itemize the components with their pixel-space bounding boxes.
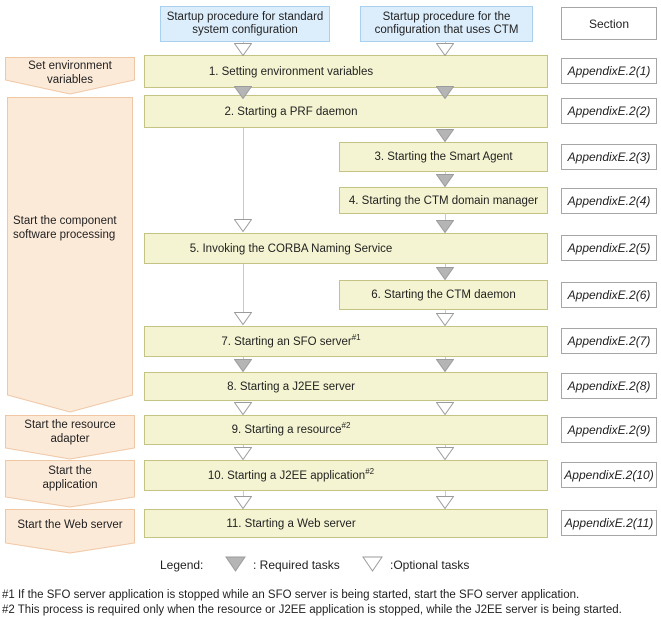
- section-ref-1: AppendixE.2(1): [561, 58, 657, 84]
- optional-task-arrow-icon: [234, 496, 252, 509]
- phase-label: Start the application: [42, 465, 98, 491]
- required-task-arrow-icon: [436, 174, 454, 187]
- connector-line: [243, 264, 244, 314]
- step-label: 3. Starting the Smart Agent: [374, 151, 513, 163]
- legend-required-arrow-icon: [225, 556, 246, 572]
- required-task-arrow-icon: [436, 220, 454, 233]
- pentagon-shape: [5, 460, 135, 508]
- required-task-arrow-icon: [436, 359, 454, 372]
- section-ref-7: AppendixE.2(7): [561, 328, 657, 354]
- step-label: 7. Starting an SFO server#1: [221, 332, 361, 348]
- phase-label: Start the resource adapter: [24, 419, 116, 445]
- footnote-2: #2 This process is required only when th…: [2, 603, 622, 616]
- legend-optional-label: :Optional tasks: [390, 558, 470, 572]
- phase-label: Start the Web server: [17, 519, 123, 531]
- step-label: 1. Setting environment variables: [208, 65, 374, 78]
- pentagon-shape: [7, 97, 133, 413]
- section-ref-10: AppendixE.2(10): [561, 462, 657, 488]
- phase-start-resource-adapter: Start the resource adapter: [5, 415, 135, 460]
- required-task-arrow-icon: [436, 267, 454, 280]
- section-ref-2: AppendixE.2(2): [561, 98, 657, 124]
- footnotes: #1 If the SFO server application is stop…: [2, 588, 654, 617]
- required-task-arrow-icon: [234, 86, 252, 99]
- footnote-1: #1 If the SFO server application is stop…: [2, 589, 580, 601]
- connector-line: [243, 128, 244, 221]
- section-ref-3: AppendixE.2(3): [561, 144, 657, 170]
- header-standard-procedure-label: Startup procedure for standard system co…: [166, 10, 324, 37]
- legend-required-label: : Required tasks: [253, 558, 340, 572]
- required-task-arrow-icon: [436, 86, 454, 99]
- step-label: 6. Starting the CTM daemon: [371, 289, 516, 301]
- header-section-label: Section: [588, 16, 630, 31]
- step-box-3: 3. Starting the Smart Agent: [339, 142, 548, 172]
- pentagon-shape: [5, 415, 135, 460]
- optional-task-arrow-icon: [234, 402, 252, 415]
- header-section: Section: [561, 7, 657, 40]
- optional-task-arrow-icon: [436, 43, 454, 56]
- step-label: 10. Starting a J2EE application#2: [207, 466, 375, 482]
- legend-title: Legend:: [160, 558, 204, 572]
- optional-task-arrow-icon: [436, 447, 454, 460]
- legend-optional-arrow-icon: [362, 556, 383, 572]
- phase-label: Start the component software processing: [13, 215, 117, 241]
- required-task-arrow-icon: [436, 129, 454, 142]
- step-box-6: 6. Starting the CTM daemon: [339, 280, 548, 310]
- optional-task-arrow-icon: [436, 496, 454, 509]
- section-ref-8: AppendixE.2(8): [561, 373, 657, 399]
- required-task-arrow-icon: [234, 359, 252, 372]
- connector-line: [445, 491, 446, 499]
- step-box-1: 1. Setting environment variables: [144, 55, 548, 88]
- step-box-5: 5. Invoking the CORBA Naming Service: [144, 233, 548, 264]
- optional-task-arrow-icon: [234, 219, 252, 232]
- connector-line: [243, 491, 244, 499]
- optional-task-arrow-icon: [234, 312, 252, 325]
- step-box-8: 8. Starting a J2EE server: [144, 372, 548, 401]
- step-box-11: 11. Starting a Web server: [144, 509, 548, 538]
- connector-line: [445, 213, 446, 223]
- optional-task-arrow-icon: [234, 43, 252, 56]
- step-label: 9. Starting a resource#2: [231, 421, 351, 436]
- phase-start-component-software: Start the component software processing: [7, 97, 133, 413]
- step-label: 5. Invoking the CORBA Naming Service: [189, 242, 393, 255]
- header-ctm-procedure: Startup procedure for the configuration …: [360, 6, 533, 42]
- phase-set-environment-variables: Set environment variables: [5, 57, 135, 95]
- pentagon-shape: [5, 509, 135, 554]
- optional-task-arrow-icon: [234, 447, 252, 460]
- step-box-10: 10. Starting a J2EE application#2: [144, 460, 548, 491]
- step-box-7: 7. Starting an SFO server#1: [144, 326, 548, 357]
- step-box-2: 2. Starting a PRF daemon: [144, 95, 548, 128]
- section-ref-4: AppendixE.2(4): [561, 188, 657, 214]
- header-ctm-procedure-label: Startup procedure for the configuration …: [374, 10, 519, 37]
- section-ref-11: AppendixE.2(11): [561, 510, 657, 536]
- section-ref-6: AppendixE.2(6): [561, 282, 657, 308]
- optional-task-arrow-icon: [436, 402, 454, 415]
- phase-label: Set environment variables: [28, 60, 112, 86]
- step-label: 8. Starting a J2EE server: [227, 380, 355, 393]
- optional-task-arrow-icon: [436, 313, 454, 326]
- step-label: 11. Starting a Web server: [226, 517, 356, 530]
- header-standard-procedure: Startup procedure for standard system co…: [160, 6, 330, 42]
- phase-start-application: Start the application: [5, 460, 135, 508]
- step-box-9: 9. Starting a resource#2: [144, 415, 548, 445]
- step-label: 2. Starting a PRF daemon: [224, 105, 358, 118]
- pentagon-shape: [5, 57, 135, 95]
- step-box-4: 4. Starting the CTM domain manager: [339, 187, 548, 214]
- step-label: 4. Starting the CTM domain manager: [348, 194, 539, 207]
- section-ref-9: AppendixE.2(9): [561, 417, 657, 443]
- phase-start-web-server: Start the Web server: [5, 509, 135, 554]
- section-ref-5: AppendixE.2(5): [561, 235, 657, 261]
